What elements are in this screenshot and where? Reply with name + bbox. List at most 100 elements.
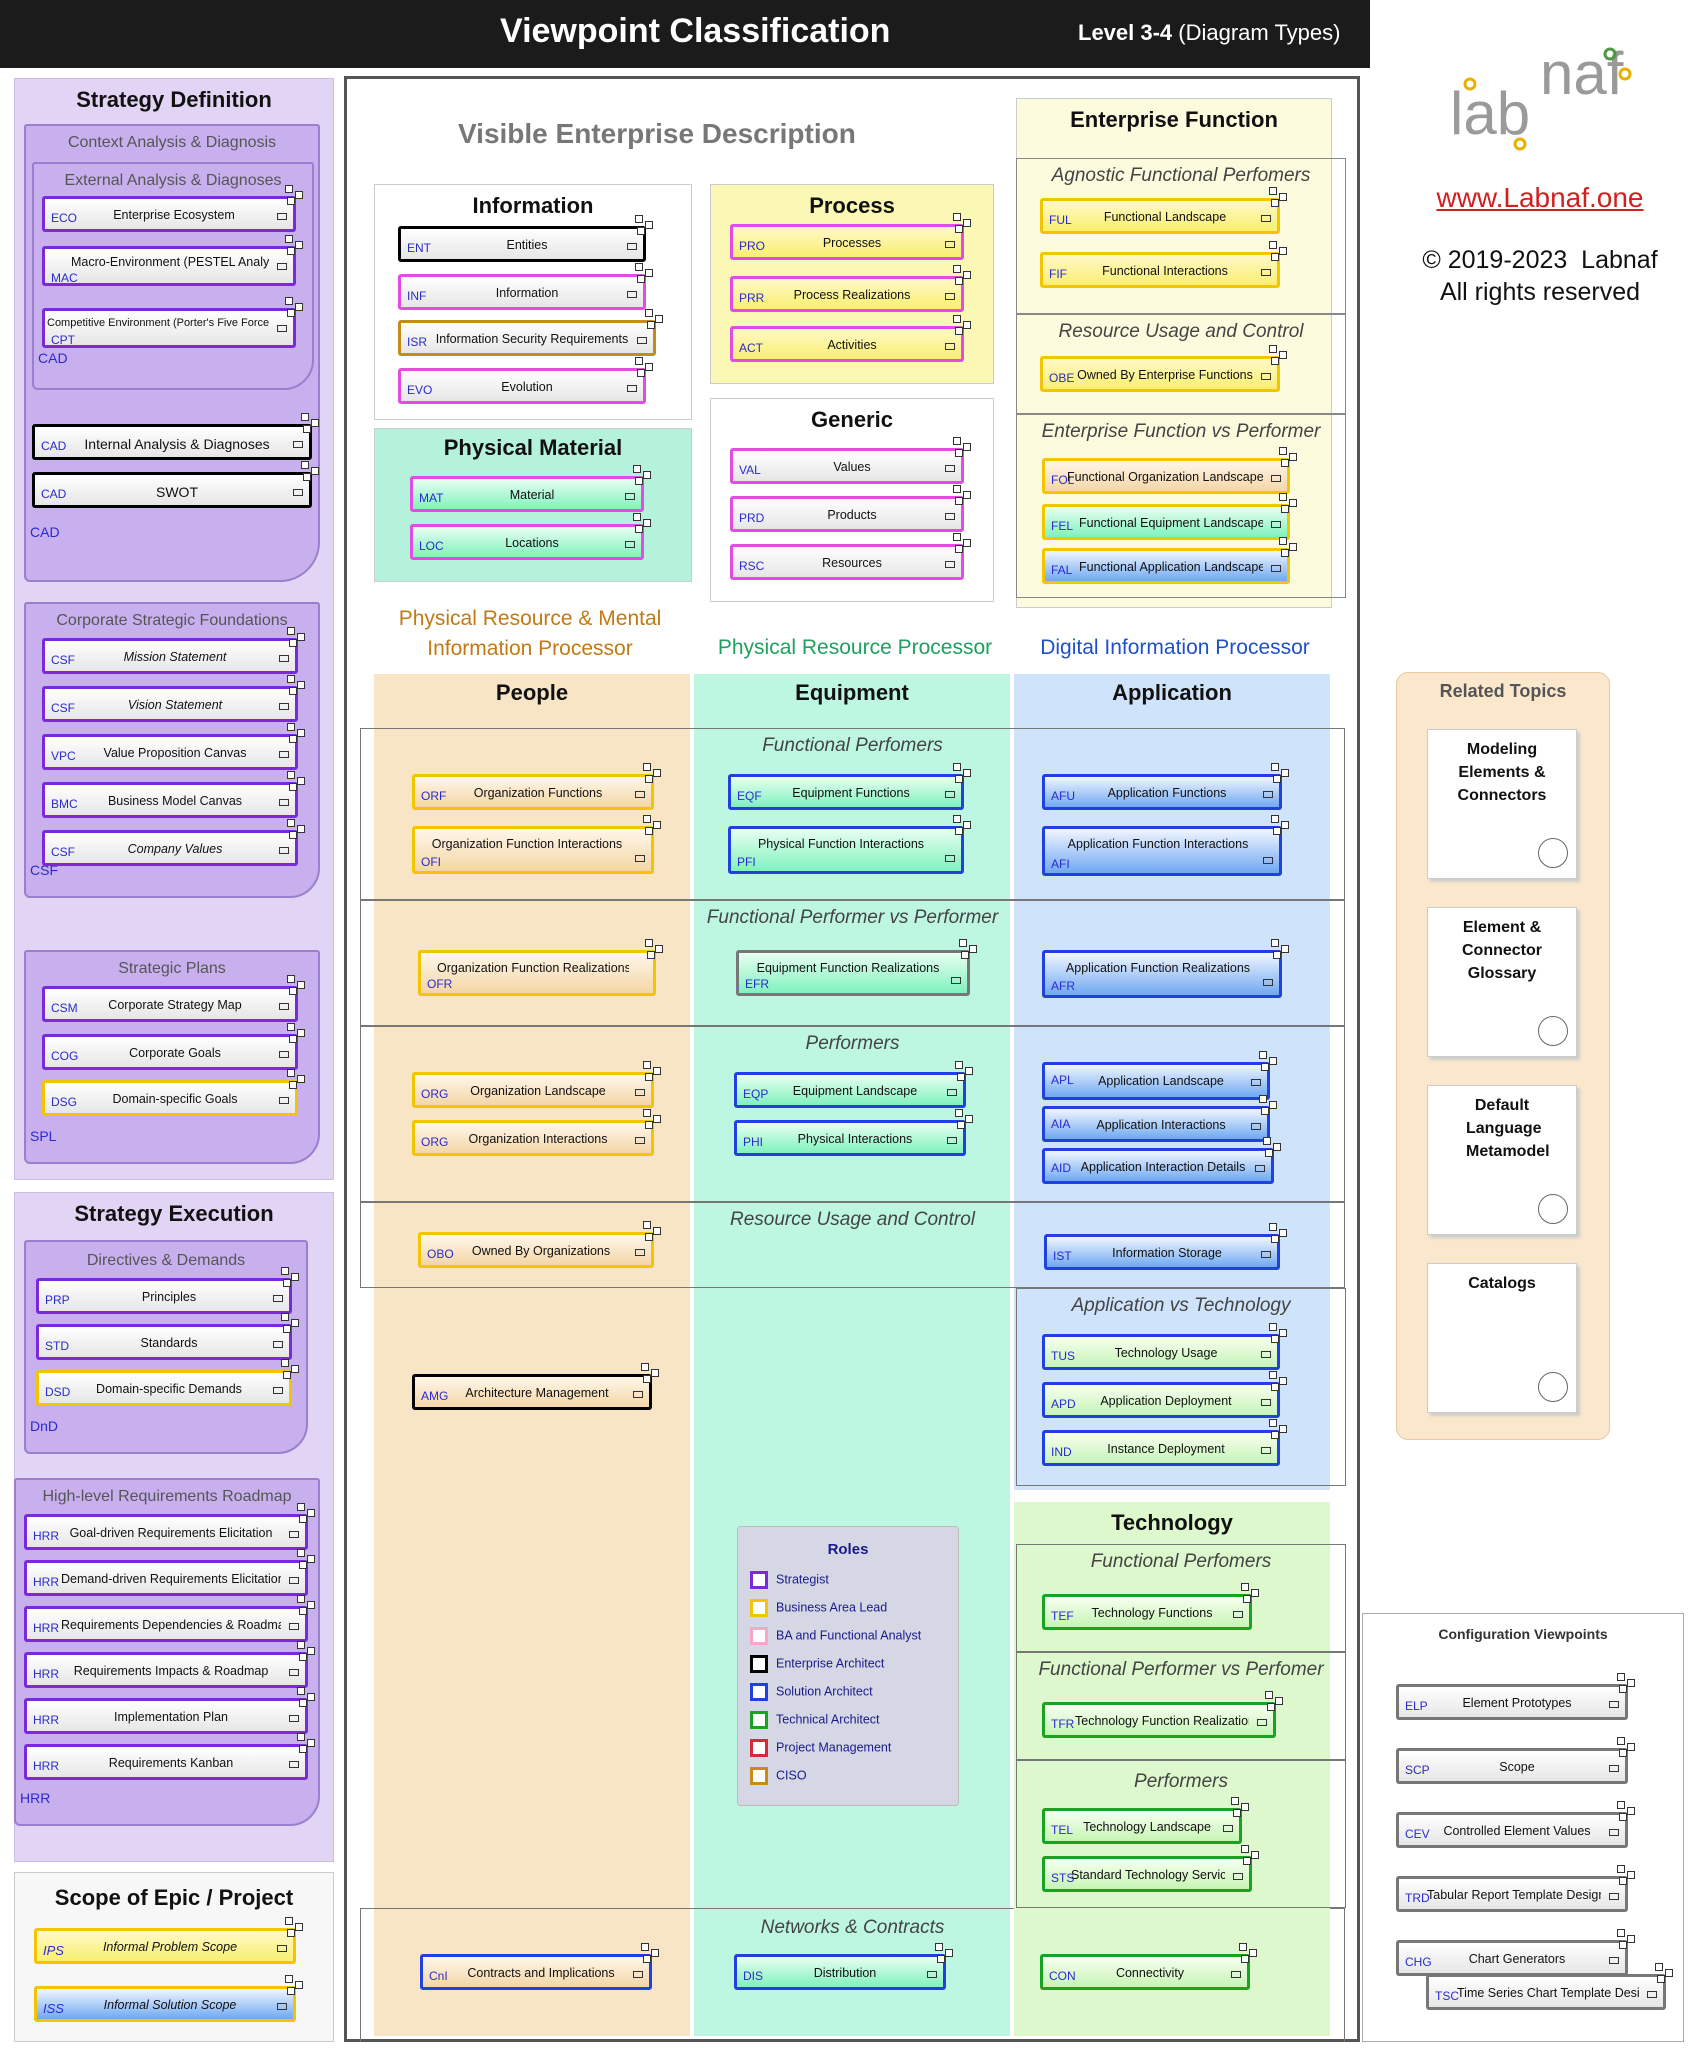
diagram-icon [627,385,637,392]
card-glossary[interactable]: Element & Connector Glossary [1427,907,1577,1057]
link-icon [1259,1051,1281,1073]
diagram-icon [633,1971,643,1978]
diagram-code: FIF [1049,267,1067,281]
card-modeling-elements[interactable]: Modeling Elements & Connectors [1427,729,1577,879]
diagram-code: IST [1053,1249,1072,1263]
diagram-icon [277,213,287,220]
link-icon [1269,1371,1291,1393]
brand-url[interactable]: www.Labnaf.one [1436,182,1644,213]
diagram-icon [947,1137,957,1144]
diagram-icon [273,1341,283,1348]
diagram-code: STD [45,1339,69,1353]
role-item: BA and Functional Analyst [750,1627,921,1645]
link-icon [287,975,309,997]
diagram-code: FOL [1051,473,1075,487]
diagram-code: CSF [51,653,75,667]
link-icon [1241,1845,1263,1867]
level-label: Level 3-4 (Diagram Types) [1078,20,1341,45]
diagram-name: Organization Functions [473,786,603,800]
link-icon [1269,1419,1291,1441]
card-metamodel[interactable]: Default Language Metamodel [1427,1085,1577,1235]
card-catalogs[interactable]: Catalogs [1427,1263,1577,1413]
